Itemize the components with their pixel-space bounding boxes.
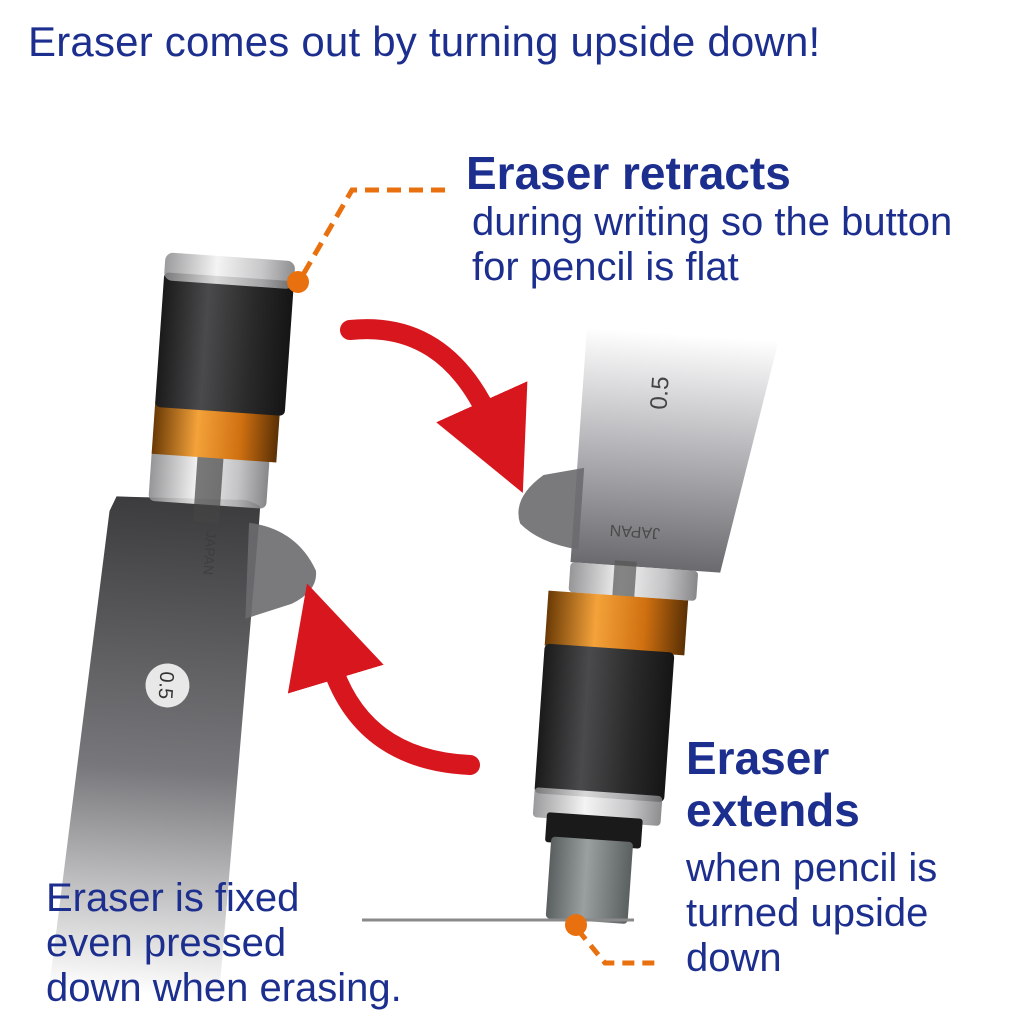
- extends-callout: [565, 914, 660, 966]
- right-pencil-model: 0.5: [645, 375, 674, 410]
- right-pencil-eraser: [545, 836, 633, 924]
- retracts-description-line: during writing so the button: [472, 200, 953, 244]
- right-pencil-body: [570, 327, 779, 573]
- left-pencil: 0.5 JAPAN: [49, 252, 317, 1000]
- left-pencil-origin: JAPAN: [200, 531, 219, 576]
- left-pencil-orange-band: [151, 401, 280, 463]
- retracts-description-line: for pencil is flat: [472, 245, 739, 290]
- right-pencil-origin: JAPAN: [609, 521, 660, 541]
- left-pencil-top: [164, 252, 295, 289]
- extends-description-line: down: [686, 936, 782, 981]
- left-pencil-model: 0.5: [154, 671, 178, 700]
- retracts-heading: Eraser retracts: [466, 147, 791, 199]
- extends-heading-line: Eraser: [686, 732, 830, 784]
- headline: Eraser comes out by turning upside down!: [28, 18, 821, 65]
- left-pencil-cap: [155, 272, 294, 416]
- rotation-arrow-bottom: [287, 583, 480, 775]
- right-pencil-cap: [534, 643, 675, 802]
- left-pencil-model-badge: [145, 663, 190, 708]
- fixed-eraser-caption-line: even pressed: [46, 921, 287, 966]
- fixed-eraser-caption-line: down when erasing.: [46, 966, 402, 1011]
- right-pencil: 0.5 JAPAN: [518, 327, 779, 924]
- extends-description-line: when pencil is: [686, 846, 938, 890]
- extends-description: when pencil is turned upside down: [686, 846, 937, 982]
- left-pencil-body: [49, 496, 261, 1000]
- fixed-eraser-caption: Eraser is fixed even pressed down when e…: [46, 876, 402, 1012]
- retracts-description: during writing so the button for pencil …: [472, 200, 952, 290]
- extends-description-line: turned upside: [686, 891, 929, 936]
- retracts-callout: [287, 187, 445, 293]
- extends-heading: Eraser extends: [686, 732, 860, 837]
- left-pencil-clip: [245, 522, 317, 619]
- extends-heading-line: extends: [686, 783, 860, 836]
- fixed-eraser-caption-line: Eraser is fixed: [46, 876, 300, 920]
- right-pencil-orange-band: [544, 590, 689, 656]
- rotation-arrow-top: [340, 319, 528, 493]
- right-pencil-clip: [518, 467, 585, 550]
